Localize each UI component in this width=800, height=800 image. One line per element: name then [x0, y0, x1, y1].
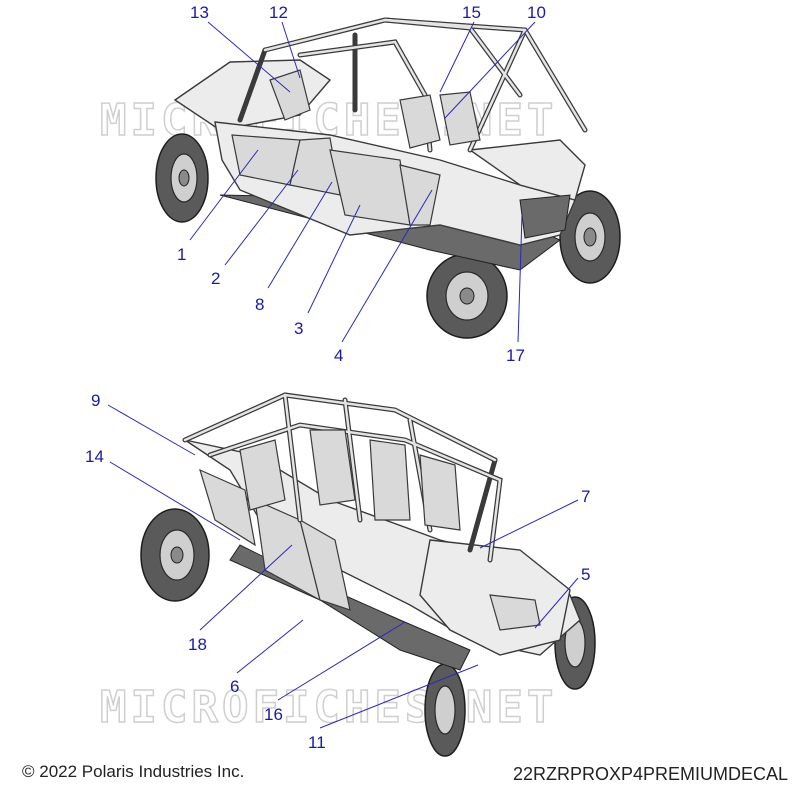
callout-1: 1 [177, 245, 186, 264]
copyright-text: © 2022 Polaris Industries Inc. [22, 762, 245, 781]
leader-lines [107, 21, 579, 729]
vehicle-bottom-illustration [140, 392, 596, 757]
callout-5: 5 [581, 565, 590, 584]
callout-14: 14 [85, 447, 104, 466]
callout-3: 3 [294, 319, 303, 338]
callout-12: 12 [269, 3, 288, 22]
callout-numbers: 13 12 15 10 1 2 8 3 4 17 9 14 7 5 18 6 1… [85, 3, 590, 752]
callout-8: 8 [255, 295, 264, 314]
wheel-rear-left-bottom [140, 508, 210, 602]
callout-18: 18 [188, 635, 207, 654]
callout-17: 17 [506, 346, 525, 365]
wheel-rear-left-top [155, 133, 209, 223]
callout-4: 4 [334, 346, 343, 365]
callout-15: 15 [462, 3, 481, 22]
callout-9: 9 [91, 391, 100, 410]
wheel-front-right-top [559, 190, 621, 284]
callout-10: 10 [527, 3, 546, 22]
wheel-front-left-top [426, 253, 508, 339]
callout-2: 2 [211, 269, 220, 288]
callout-7: 7 [581, 487, 590, 506]
callout-13: 13 [190, 3, 209, 22]
vehicle-top-illustration [155, 17, 621, 339]
drawing-code: 22RZRPROXP4PREMIUMDECAL [512, 764, 788, 784]
wheel-front-left-bottom [424, 663, 466, 757]
callout-6: 6 [230, 677, 239, 696]
callout-11: 11 [308, 733, 326, 752]
watermark-bottom: MICROFICHES.NET [100, 682, 557, 733]
callout-16: 16 [264, 705, 283, 724]
